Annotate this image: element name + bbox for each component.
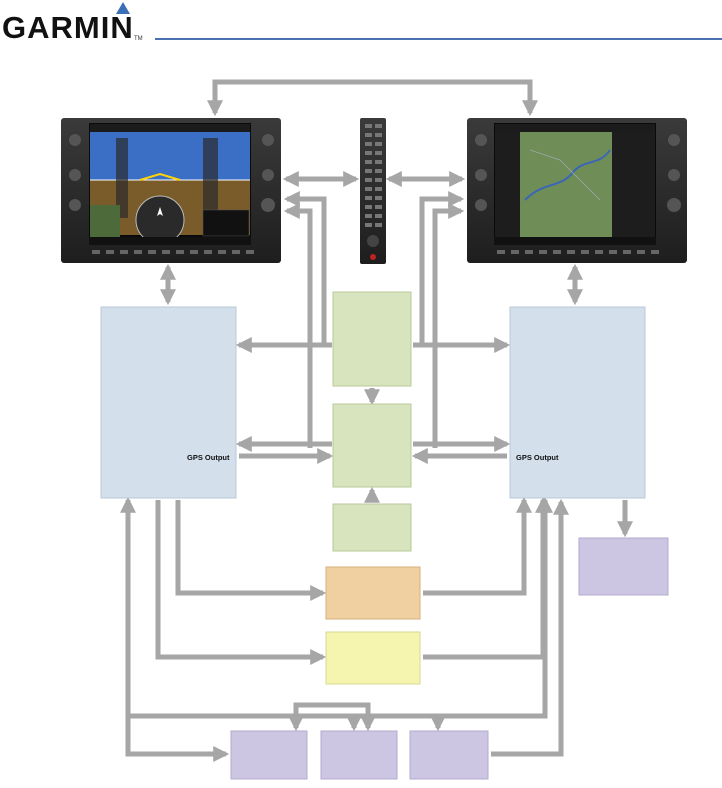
- trademark-symbol: TM: [134, 36, 143, 42]
- magnetometer-unit: [332, 503, 412, 552]
- external-unit-right: [578, 537, 669, 596]
- connector-lines: [119, 79, 634, 763]
- purple-unit-2: [320, 730, 398, 780]
- mfd-display: [467, 118, 687, 263]
- gia-left-to-yellow-link: [155, 500, 327, 666]
- adc-to-mfd-link: [432, 202, 465, 448]
- gps-output-label-left: GPS Output: [187, 453, 230, 462]
- pfd-mfd-link: [206, 79, 539, 117]
- ahrs-to-pfd-link: [283, 190, 327, 345]
- ahrs-to-mfd-link: [419, 190, 465, 345]
- gps-output-label-right: GPS Output: [516, 453, 559, 462]
- integrated-avionics-unit-right: [509, 306, 646, 499]
- gia-left-to-orange-link: [175, 500, 327, 602]
- gia-right-to-orange-link: [423, 496, 533, 596]
- pfd-display: [61, 118, 281, 263]
- bottom-bus-link: [119, 496, 554, 719]
- adc-to-pfd-link: [283, 202, 313, 448]
- header-rule: [155, 38, 722, 40]
- control-unit-keypad: [360, 118, 386, 264]
- ahrs-unit: [332, 291, 412, 387]
- orange-unit: [325, 566, 421, 620]
- purple-to-gia-right-link: [491, 498, 570, 757]
- garmin-logo: GARMIN: [2, 10, 134, 45]
- bus-upper-link: [293, 702, 377, 732]
- purple-unit-3: [409, 730, 489, 780]
- yellow-unit: [325, 631, 421, 685]
- purple-unit-1: [230, 730, 308, 780]
- integrated-avionics-unit-left: [100, 306, 237, 499]
- air-data-computer-unit: [332, 403, 412, 488]
- logo-triangle-icon: [116, 2, 130, 14]
- unit-boxes: [100, 291, 669, 780]
- gia-left-to-purple-link: [125, 716, 230, 763]
